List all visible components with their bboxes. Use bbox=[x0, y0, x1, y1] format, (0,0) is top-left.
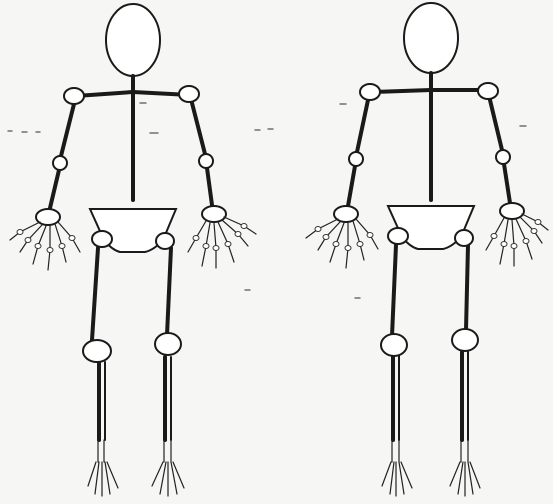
left-hip-joint bbox=[92, 231, 112, 247]
skeleton-right bbox=[306, 3, 548, 496]
left-upper-arm bbox=[61, 104, 74, 156]
head bbox=[106, 4, 160, 76]
right-hip-joint bbox=[156, 233, 174, 249]
head bbox=[404, 3, 458, 73]
right-forearm bbox=[504, 164, 510, 203]
left-shoulder-joint bbox=[360, 84, 380, 100]
left-foot bbox=[382, 440, 412, 496]
left-thigh bbox=[92, 248, 98, 340]
right-hand bbox=[486, 203, 548, 266]
left-knee-joint bbox=[83, 340, 111, 362]
left-shoulder-joint bbox=[64, 88, 84, 104]
right-elbow-joint bbox=[199, 154, 213, 168]
right-thigh bbox=[167, 248, 171, 335]
right-hip-joint bbox=[455, 230, 473, 246]
right-foot bbox=[450, 440, 480, 496]
right-upper-arm bbox=[192, 103, 205, 154]
right-forearm bbox=[207, 168, 212, 205]
left-knee-joint bbox=[381, 334, 407, 356]
left-thigh bbox=[392, 245, 396, 336]
left-forearm bbox=[348, 166, 355, 206]
left-elbow-joint bbox=[53, 156, 67, 170]
left-hand bbox=[10, 209, 80, 270]
right-elbow-joint bbox=[496, 150, 510, 164]
left-hand bbox=[306, 206, 378, 268]
right-upper-arm bbox=[490, 100, 502, 150]
scan-noise bbox=[8, 103, 526, 298]
left-upper-arm bbox=[357, 100, 368, 152]
right-shoulder-joint bbox=[179, 86, 199, 102]
skeleton-left bbox=[10, 4, 256, 496]
right-shoulder-joint bbox=[478, 83, 498, 99]
right-knee-joint bbox=[155, 333, 181, 355]
right-knee-joint bbox=[452, 329, 478, 351]
left-elbow-joint bbox=[349, 152, 363, 166]
right-thigh bbox=[466, 245, 468, 330]
left-foot bbox=[88, 440, 118, 496]
right-hand bbox=[188, 206, 256, 268]
left-forearm bbox=[50, 170, 59, 208]
left-hip-joint bbox=[388, 228, 408, 244]
right-foot bbox=[152, 440, 184, 496]
